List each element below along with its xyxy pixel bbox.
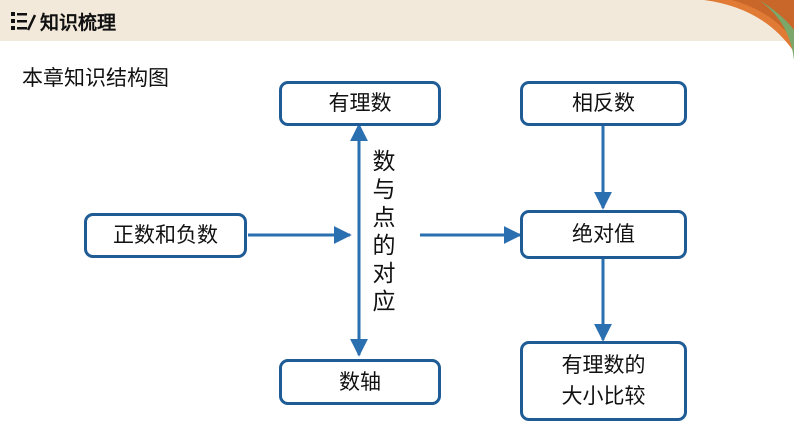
node-rational-numbers: 有理数 [279, 81, 441, 126]
node-positive-negative: 正数和负数 [84, 213, 247, 258]
node-compare-rationals: 有理数的 大小比较 [520, 341, 687, 421]
section-title: 知识梳理 [10, 8, 116, 34]
node-opposite-numbers: 相反数 [520, 81, 687, 126]
section-title-text: 知识梳理 [40, 11, 117, 34]
correspondence-label: 数 与 点 的 对 应 [372, 149, 396, 315]
header-bar [0, 0, 794, 41]
list-icon [11, 12, 36, 31]
node-absolute-value: 绝对值 [520, 210, 687, 259]
diagram-subtitle: 本章知识结构图 [22, 66, 169, 90]
node-number-line: 数轴 [279, 359, 441, 405]
corner-decoration [704, 0, 794, 60]
